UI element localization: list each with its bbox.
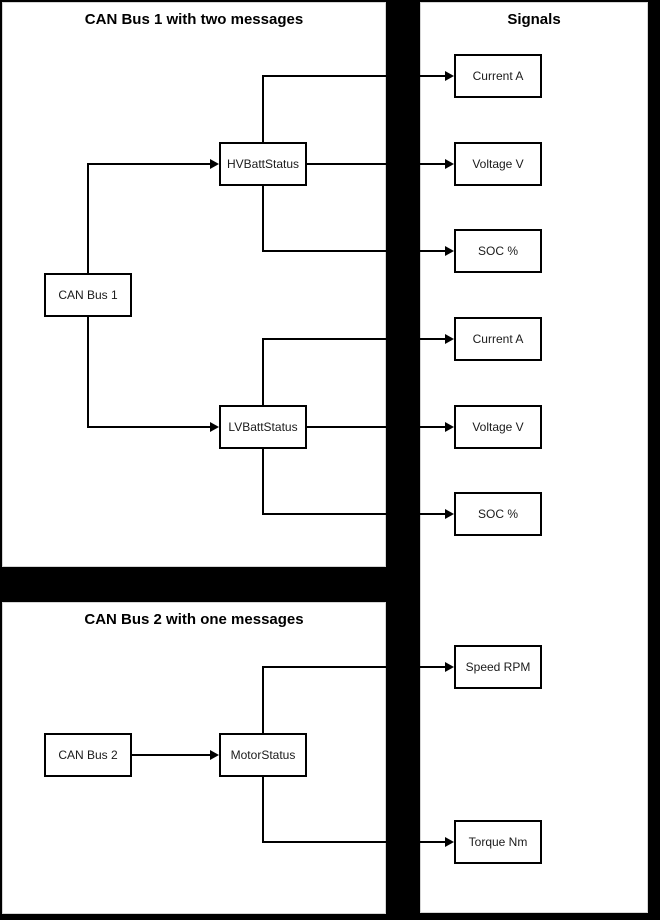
node-lv-batt-status-label: LVBattStatus [228, 420, 298, 434]
node-signal-hv-current: Current A [454, 54, 542, 98]
node-signal-torque-nm: Torque Nm [454, 820, 542, 864]
node-signal-lv-current: Current A [454, 317, 542, 361]
arrow-head-icon [445, 71, 454, 81]
connector-motor-speed-h [262, 666, 447, 668]
node-lv-batt-status: LVBattStatus [219, 405, 307, 449]
connector-hv-soc-v [262, 186, 264, 252]
node-hv-batt-status-label: HVBattStatus [226, 157, 300, 171]
arrow-head-icon [445, 334, 454, 344]
arrow-head-icon [210, 159, 219, 169]
connector-motor-torque-v [262, 777, 264, 843]
connector-hv-voltage-h [305, 163, 447, 165]
connector-lv-soc-h [262, 513, 447, 515]
arrow-head-icon [445, 837, 454, 847]
node-signal-lv-current-label: Current A [472, 332, 524, 346]
connector-lv-current-h [262, 338, 447, 340]
node-signal-hv-voltage: Voltage V [454, 142, 542, 186]
panel-can-bus-1-title: CAN Bus 1 with two messages [84, 11, 304, 28]
panel-signals: Signals [420, 2, 648, 913]
arrow-head-icon [210, 422, 219, 432]
node-signal-speed-rpm-label: Speed RPM [465, 660, 531, 674]
node-hv-batt-status: HVBattStatus [219, 142, 307, 186]
node-can-bus-2: CAN Bus 2 [44, 733, 132, 777]
node-signal-lv-soc: SOC % [454, 492, 542, 536]
connector-motor-speed-v [262, 666, 264, 733]
node-signal-lv-voltage: Voltage V [454, 405, 542, 449]
node-motor-status-label: MotorStatus [230, 748, 296, 762]
node-signal-hv-soc: SOC % [454, 229, 542, 273]
panel-signals-title: Signals [507, 11, 561, 28]
connector-hv-current-v [262, 75, 264, 142]
arrow-head-icon [445, 662, 454, 672]
node-signal-hv-voltage-label: Voltage V [472, 157, 524, 171]
connector-canbus1-lvbattstatus-v [87, 317, 89, 428]
connector-motor-torque-h [262, 841, 447, 843]
node-can-bus-2-label: CAN Bus 2 [58, 748, 118, 762]
node-signal-speed-rpm: Speed RPM [454, 645, 542, 689]
node-signal-lv-soc-label: SOC % [477, 507, 518, 521]
connector-lv-soc-v [262, 449, 264, 515]
connector-hv-soc-h [262, 250, 447, 252]
connector-canbus1-lvbattstatus-h [87, 426, 212, 428]
connector-lv-voltage-h [305, 426, 447, 428]
node-signal-lv-voltage-label: Voltage V [472, 420, 524, 434]
node-motor-status: MotorStatus [219, 733, 307, 777]
arrow-head-icon [210, 750, 219, 760]
arrow-head-icon [445, 422, 454, 432]
arrow-head-icon [445, 159, 454, 169]
node-can-bus-1: CAN Bus 1 [44, 273, 132, 317]
connector-canbus1-hvbattstatus-v [87, 163, 89, 274]
connector-hv-current-h [262, 75, 447, 77]
connector-canbus1-hvbattstatus-h [87, 163, 212, 165]
connector-lv-current-v [262, 338, 264, 405]
node-signal-hv-soc-label: SOC % [477, 244, 518, 258]
node-can-bus-1-label: CAN Bus 1 [58, 288, 118, 302]
arrow-head-icon [445, 246, 454, 256]
node-signal-torque-nm-label: Torque Nm [468, 835, 528, 849]
panel-can-bus-2-title: CAN Bus 2 with one messages [84, 611, 304, 628]
arrow-head-icon [445, 509, 454, 519]
connector-canbus2-motorstatus-h [130, 754, 212, 756]
node-signal-hv-current-label: Current A [472, 69, 524, 83]
